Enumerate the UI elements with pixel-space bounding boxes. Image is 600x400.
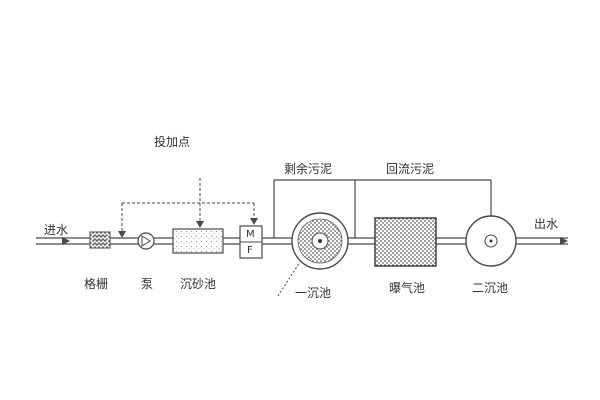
inlet-label: 进水 bbox=[44, 223, 69, 237]
return-sludge-label: 回流污泥 bbox=[386, 162, 435, 176]
grit-chamber-unit bbox=[172, 228, 224, 254]
secondary-clarifier-unit bbox=[465, 215, 517, 267]
inlet-arrow bbox=[62, 237, 70, 245]
outlet-arrow bbox=[560, 237, 568, 245]
mixer-unit bbox=[239, 225, 263, 259]
primary-clarifier-pointer bbox=[277, 261, 301, 297]
secondary-clarifier-label: 二沉池 bbox=[472, 281, 509, 295]
aeration-tank-label: 曝气池 bbox=[389, 281, 426, 295]
aeration-tank-unit bbox=[374, 217, 437, 267]
screen-label: 格栅 bbox=[84, 277, 109, 291]
outlet-label: 出水 bbox=[534, 217, 559, 231]
primary-clarifier-label: 一沉池 bbox=[295, 286, 332, 300]
pump-unit bbox=[137, 232, 155, 250]
mixer-letter-bottom: F bbox=[247, 245, 253, 256]
pump-label: 泵 bbox=[141, 277, 154, 291]
grit-chamber-label: 沉砂池 bbox=[180, 277, 217, 291]
mixer-letter-top: M bbox=[246, 229, 255, 240]
screen-unit bbox=[89, 231, 111, 249]
dosing-arrowheads bbox=[118, 218, 258, 238]
primary-clarifier-unit bbox=[291, 212, 349, 270]
dosing-point-label: 投加点 bbox=[154, 135, 191, 149]
sludge-lines bbox=[273, 179, 492, 238]
excess-sludge-label: 剩余污泥 bbox=[284, 162, 333, 176]
dosing-lines bbox=[121, 178, 255, 236]
